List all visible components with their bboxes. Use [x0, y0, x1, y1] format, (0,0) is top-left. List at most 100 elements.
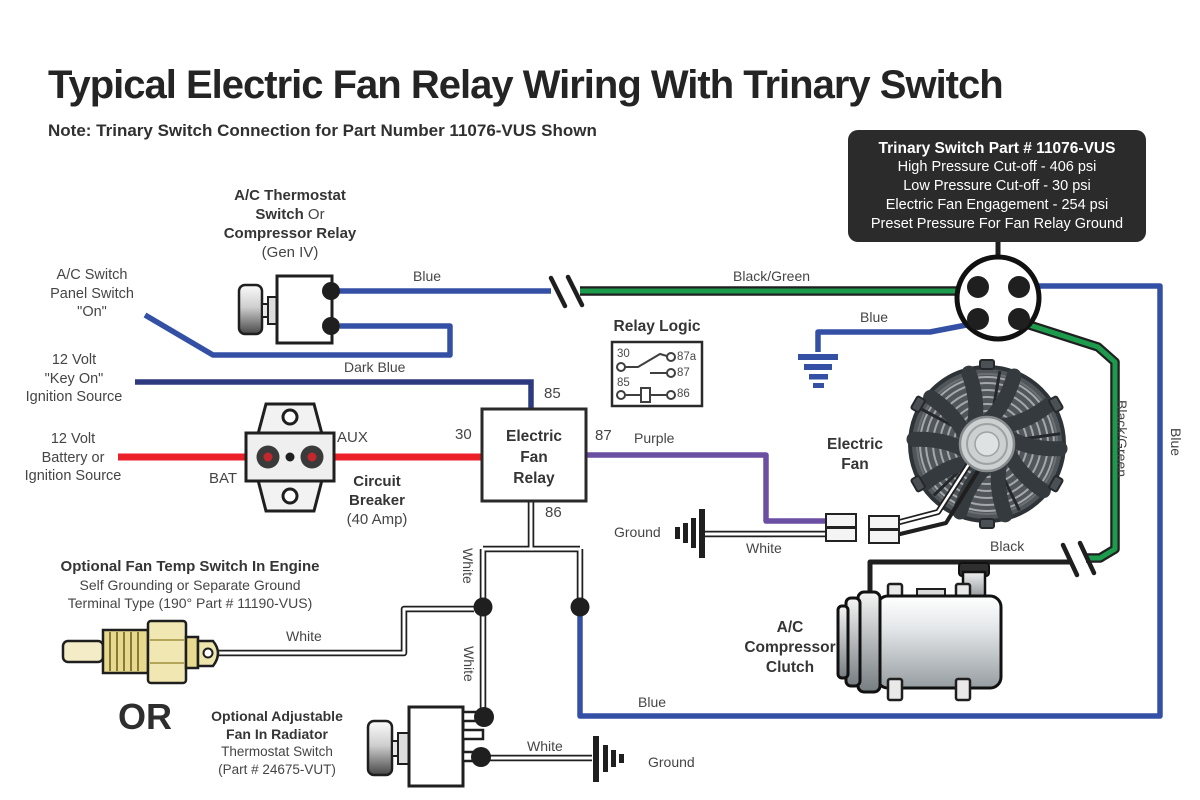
wire-break-marks: [548, 274, 1097, 578]
adj-fan-line1: Optional Adjustable: [211, 708, 343, 724]
relay-logic-85: 85: [617, 377, 630, 389]
electric-fan-label: Electric Fan: [827, 435, 883, 475]
ground-symbol-fan: [675, 509, 705, 558]
ac-compressor-label: A/C Compressor Clutch: [744, 618, 835, 678]
relay-terminal-87: 87: [595, 427, 612, 444]
battery-line2: Battery or: [41, 449, 105, 466]
blue-wire-label-trinary: Blue: [860, 309, 889, 325]
page-note: Note: Trinary Switch Connection for Part…: [48, 121, 597, 140]
adj-fan-line4: (Part # 24675-VUT): [218, 761, 336, 777]
circuit-breaker-rating: (40 Amp): [346, 511, 408, 528]
trinary-info-line: Low Pressure Cut-off - 30 psi: [903, 178, 1091, 194]
battery-line3: Ignition Source: [24, 468, 122, 484]
ac-panel-line2: Panel Switch: [50, 285, 134, 302]
adjustable-fan-label: Optional Adjustable Fan In Radiator Ther…: [211, 708, 343, 778]
engine-temp-switch: [61, 619, 220, 685]
ground-label-bottom: Ground: [648, 754, 695, 770]
chassis-ground-symbol-blue: [798, 354, 838, 388]
ac-thermostat-line4: (Gen IV): [261, 244, 319, 261]
ac-compressor: [836, 562, 1003, 702]
relay-logic-box: [610, 340, 704, 408]
electric-fan-relay-box: [480, 407, 588, 503]
key-on-line3: Ignition Source: [25, 389, 123, 405]
relay-logic-30: 30: [617, 348, 630, 360]
blue-panel-switch-wire: [143, 312, 453, 358]
temp-switch-line2: Self Grounding or Separate Ground: [79, 577, 301, 593]
temp-switch-line1: Optional Fan Temp Switch In Engine: [60, 558, 320, 575]
key-on-line2: "Key On": [44, 370, 104, 387]
key-on-line1: 12 Volt: [51, 352, 97, 368]
relay-terminal-85: 85: [544, 385, 561, 402]
relay-terminal-86: 86: [545, 504, 562, 521]
blue-wire-label-top: Blue: [413, 268, 442, 284]
relay-logic-title: Relay Logic: [613, 318, 701, 335]
relay-logic-86: 86: [677, 388, 690, 400]
ground-label-fan: Ground: [614, 524, 661, 540]
electric-fan-relay-label: Electric Fan Relay: [506, 426, 562, 489]
blue-trinary-ground-loop-wire: [577, 283, 1163, 719]
electric-fan-line1: Electric: [826, 436, 884, 453]
aux-terminal-label: AUX: [337, 429, 368, 446]
fan-mount-tabs: [910, 359, 1064, 529]
radiator-thermostat-switch: [366, 705, 494, 788]
white-relay86-wires: [479, 501, 584, 712]
trinary-info-line: Preset Pressure For Fan Relay Ground: [870, 216, 1124, 232]
adj-fan-line2: Fan In Radiator: [226, 725, 328, 742]
white-wire-label-bottom: White: [527, 738, 563, 754]
battery-line1: 12 Volt: [50, 431, 96, 447]
blue-wire-label-vertical: Blue: [1168, 428, 1184, 457]
compressor-line3: Clutch: [765, 659, 815, 676]
ac-thermostat-label: A/C Thermostat Switch Or Compressor Rela…: [224, 186, 357, 262]
adj-fan-line3: Thermostat Switch: [221, 744, 333, 759]
trinary-info-box: Trinary Switch Part # 11076-VUS High Pre…: [848, 130, 1146, 242]
ac-thermostat-line3: Compressor Relay: [223, 225, 357, 242]
relay-line2: Fan: [520, 449, 548, 466]
black-green-right-wire: [1018, 317, 1120, 563]
circuit-breaker-label: Circuit Breaker (40 Amp): [347, 472, 408, 529]
trinary-info-line: High Pressure Cut-off - 406 psi: [897, 159, 1097, 175]
relay-terminal-30: 30: [455, 426, 472, 443]
electric-fan-line2: Fan: [841, 456, 869, 473]
black-compressor-wire: [867, 559, 1070, 597]
circuit-breaker: [244, 402, 336, 513]
blue-wire-label-bottom: Blue: [638, 694, 667, 710]
trinary-info-title: Trinary Switch Part # 11076-VUS: [878, 140, 1116, 157]
white-wire-label-vertical-1: White: [460, 548, 476, 584]
relay-logic-87: 87: [677, 367, 690, 379]
blue-trinary-chassis-ground-wire: [815, 319, 983, 352]
white-wire-label-vertical-2: White: [461, 646, 477, 682]
fan-motor-leads: [895, 448, 988, 537]
fan-hub: [958, 415, 1016, 473]
trinary-switch-connector: [954, 241, 1042, 342]
page-title: Typical Electric Fan Relay Wiring With T…: [48, 63, 1004, 107]
compressor-line2: Compressor: [744, 639, 836, 656]
circuit-breaker-line2: Breaker: [349, 492, 405, 509]
purple-relay87-wire: [586, 452, 826, 524]
trinary-info-line: Electric Fan Engagement - 254 psi: [885, 197, 1109, 213]
dark-blue-keyon-wire: [135, 379, 534, 409]
black-green-wire-label-vertical: Black/Green: [1114, 400, 1130, 478]
white-temp-switch-wire: [215, 605, 474, 657]
black-green-wire-label-top: Black/Green: [733, 268, 811, 284]
temp-switch-line3: Terminal Type (190° Part # 11190-VUS): [67, 595, 313, 611]
temp-switch-label: Optional Fan Temp Switch In Engine Self …: [61, 558, 320, 612]
ac-thermostat-switch: [237, 274, 340, 345]
circuit-breaker-line1: Circuit: [353, 473, 401, 490]
fan-wire-connectors: [825, 513, 900, 544]
bat-terminal-label: BAT: [209, 470, 238, 487]
ground-symbol-radiator-switch: [593, 736, 624, 782]
black-wire-label: Black: [990, 538, 1025, 554]
junction-dots: [473, 597, 590, 617]
relay-line3: Relay: [513, 470, 555, 487]
ac-panel-line1: A/C Switch: [56, 267, 128, 283]
purple-wire-label: Purple: [634, 430, 675, 446]
white-wire-label-temp: White: [286, 628, 322, 644]
white-wire-label-fan: White: [746, 540, 782, 556]
ac-thermostat-line2: Switch Or: [255, 206, 325, 223]
dark-blue-wire-label: Dark Blue: [344, 359, 406, 375]
ac-panel-line3: "On": [77, 304, 107, 320]
relay-logic-87a: 87a: [677, 351, 697, 363]
battery-source-label: 12 Volt Battery or Ignition Source: [25, 430, 122, 486]
